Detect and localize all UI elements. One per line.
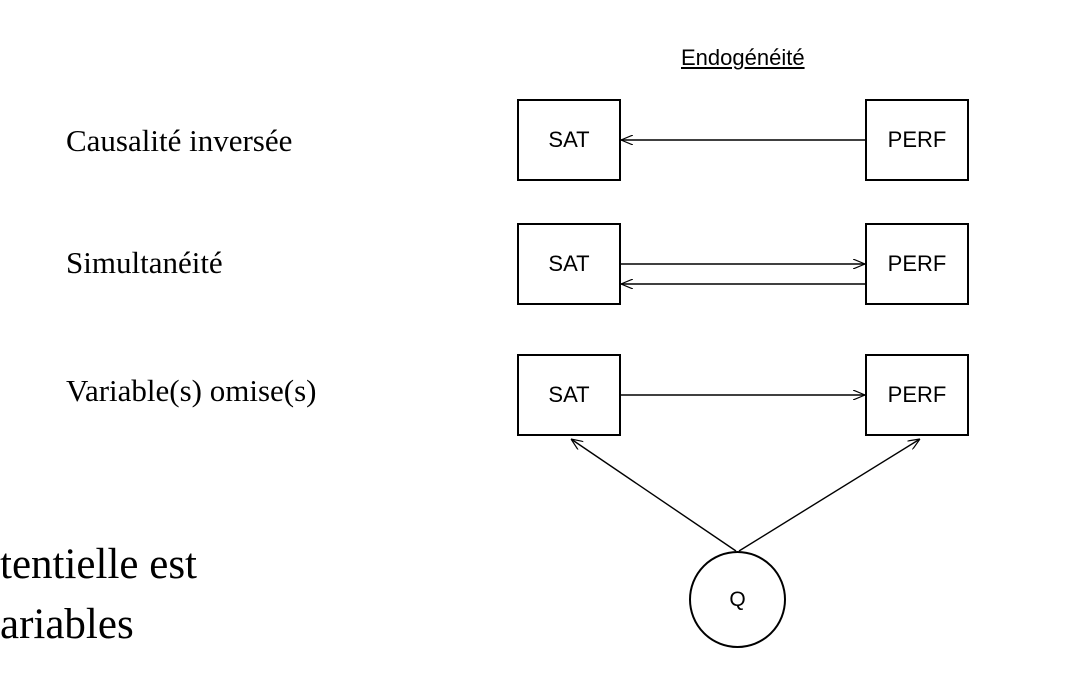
- node-perf-row2: PERF: [865, 223, 969, 305]
- diagram-title: Endogénéité: [681, 45, 805, 70]
- node-sat-row1: SAT: [517, 99, 621, 181]
- cropped-text-line-2: ariables: [0, 601, 134, 648]
- node-q: Q: [689, 551, 786, 648]
- node-label: SAT: [548, 382, 590, 407]
- edge-q-to-perf: [738, 439, 920, 552]
- node-label: Q: [729, 587, 746, 611]
- node-sat-row2: SAT: [517, 223, 621, 305]
- row-label-causalite-inversee: Causalité inversée: [66, 123, 293, 158]
- node-sat-row3: SAT: [517, 354, 621, 436]
- edge-q-to-sat: [571, 439, 737, 552]
- node-label: PERF: [887, 382, 947, 407]
- node-label: PERF: [887, 251, 947, 276]
- node-label: PERF: [887, 127, 947, 152]
- node-label: SAT: [548, 251, 590, 276]
- node-label: SAT: [548, 127, 590, 152]
- node-perf-row1: PERF: [865, 99, 969, 181]
- row-label-simultaneite: Simultanéité: [66, 245, 223, 280]
- row-label-variables-omises: Variable(s) omise(s): [66, 373, 317, 408]
- node-perf-row3: PERF: [865, 354, 969, 436]
- cropped-text-line-1: tentielle est: [0, 541, 198, 588]
